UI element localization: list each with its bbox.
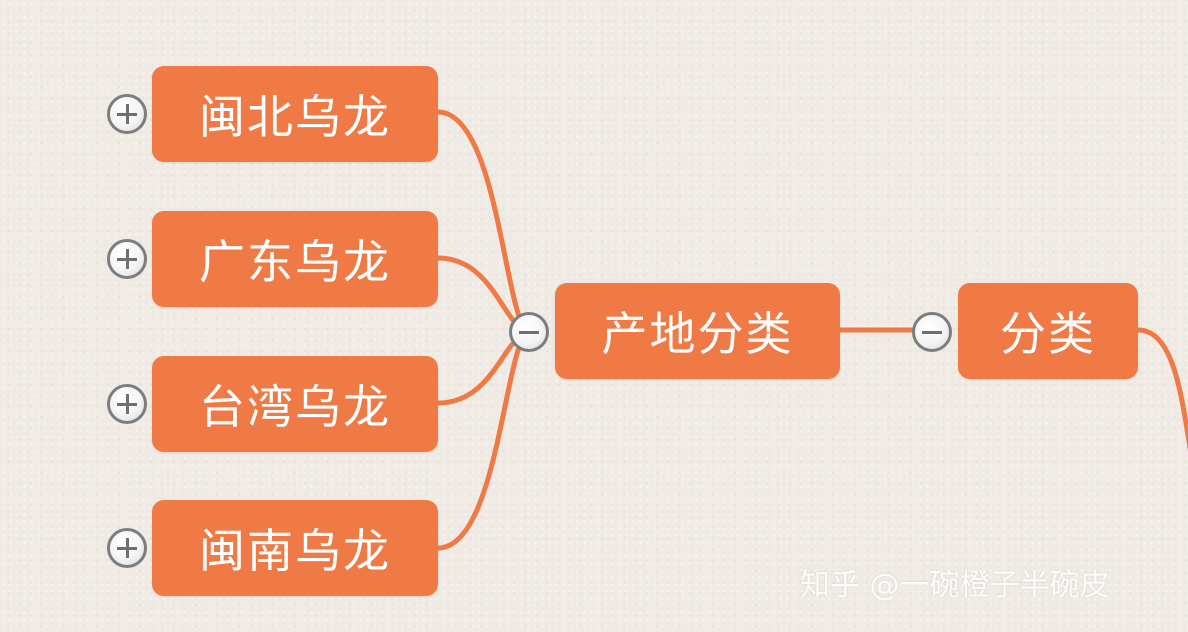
node-guangdong-oolong[interactable]: 广东乌龙	[152, 211, 438, 307]
expand-toggle-guangdong[interactable]	[107, 239, 147, 279]
node-origin-classification[interactable]: 产地分类	[555, 283, 840, 379]
node-minbei-oolong[interactable]: 闽北乌龙	[152, 66, 438, 162]
node-minnan-oolong[interactable]: 闽南乌龙	[152, 500, 438, 596]
connector-leaf-4	[437, 329, 532, 551]
node-label: 产地分类	[601, 307, 794, 361]
collapse-toggle-classification[interactable]	[912, 312, 952, 352]
minus-icon	[922, 330, 942, 334]
plus-icon-v	[125, 538, 129, 558]
expand-toggle-taiwan[interactable]	[107, 384, 147, 424]
plus-icon-v	[125, 394, 129, 414]
minus-icon	[519, 330, 539, 334]
expand-toggle-minnan[interactable]	[107, 528, 147, 568]
node-taiwan-oolong[interactable]: 台湾乌龙	[152, 356, 438, 452]
plus-icon-v	[125, 249, 129, 269]
watermark: 知乎 @一碗橙子半碗皮	[800, 568, 1110, 603]
node-label: 闽北乌龙	[199, 90, 391, 144]
node-classification[interactable]: 分类	[958, 283, 1138, 379]
node-label: 分类	[1000, 307, 1096, 361]
plus-icon-v	[125, 104, 129, 124]
node-label: 台湾乌龙	[199, 380, 391, 434]
node-label: 广东乌龙	[199, 235, 391, 289]
collapse-toggle-origin[interactable]	[509, 312, 549, 352]
connector-root-offscreen	[1137, 327, 1188, 451]
expand-toggle-minbei[interactable]	[107, 94, 147, 134]
node-label: 闽南乌龙	[199, 524, 391, 578]
connector-leaf-1	[437, 109, 532, 335]
